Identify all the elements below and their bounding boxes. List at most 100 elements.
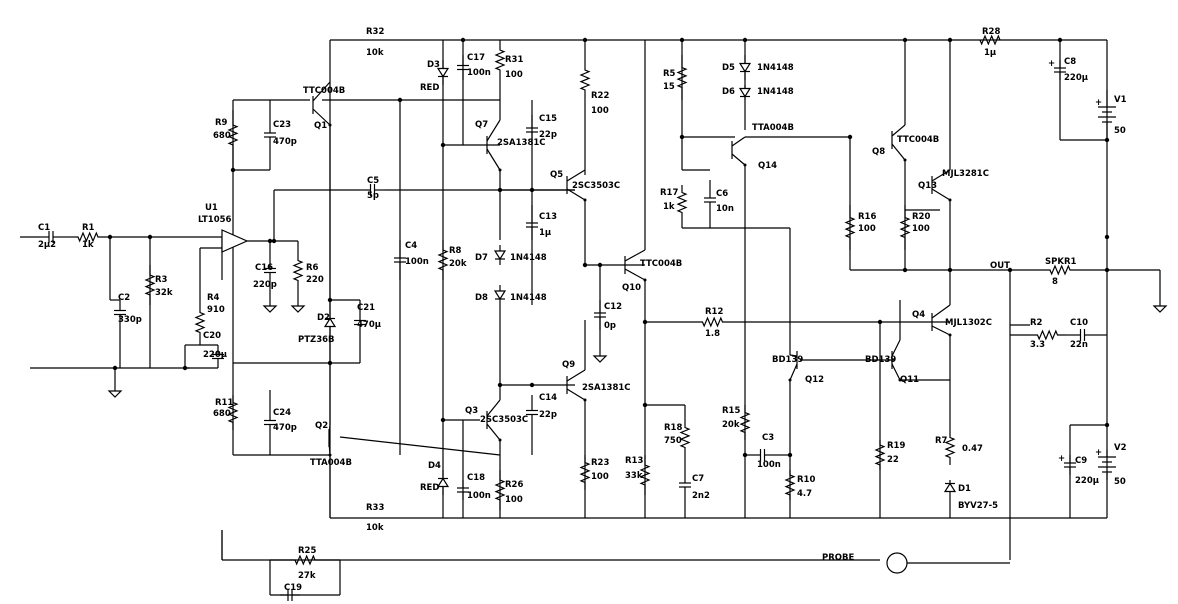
q2-transistor [328,424,332,457]
junction-dot [947,267,953,273]
d3-designator: D3 [427,60,440,70]
q3-transistor [486,399,502,442]
q11-transistor [891,339,902,382]
c24-designator: C24 [273,408,291,418]
d6-designator: D6 [722,87,735,97]
c1-value: 2µ2 [38,240,56,250]
r8-resistor [437,240,449,280]
q14-designator: Q14 [758,161,777,171]
r11-designator: R11 [215,398,233,408]
c17-capacitor [457,55,469,80]
c24-capacitor [264,390,276,455]
r25-value: 27k [298,571,316,581]
c8-value: 220µ [1064,73,1088,83]
c9-plus: + [1058,454,1065,464]
r28-resistor [979,34,1001,46]
r17-resistor [676,185,688,220]
r19-resistor [874,440,886,470]
u1-opamp [221,229,249,253]
junction-dot [582,37,588,43]
q12-designator: Q12 [805,375,824,385]
r12-value: 1.8 [705,329,720,339]
d2-diode [323,300,337,345]
d6-value: 1N4148 [757,87,794,97]
q11-designator: Q11 [900,375,919,385]
junction-dot [902,267,908,273]
q12-transistor [788,351,798,382]
probe-symbol [886,552,908,574]
junction-dot [440,142,446,148]
junction-dot [497,187,503,193]
r3-designator: R3 [155,275,168,285]
c8-plus: + [1048,59,1055,69]
c24-value: 470p [273,423,297,433]
q8-transistor [891,124,907,162]
u1-designator: U1 [205,203,218,213]
junction-dot [1104,234,1110,240]
c6-designator: C6 [716,189,728,199]
r4-resistor [194,300,206,345]
junction-dot [597,262,603,268]
c10-capacitor [1065,329,1100,341]
r18-value: 750 [664,436,682,446]
v2-value: 50 [1114,477,1126,487]
q13-value: MJL3281C [942,169,989,179]
c12-capacitor [594,300,606,330]
c9-value: 220µ [1075,476,1099,486]
r2-value: 3.3 [1030,340,1045,350]
d3-diode [436,60,450,85]
c15-capacitor [526,115,538,145]
r25-designator: R25 [298,546,316,556]
net-label-out: OUT [990,261,1010,271]
junction-dot [742,37,748,43]
r13-designator: R13 [625,456,643,466]
c16-designator: C16 [255,263,273,273]
v2-designator: V2 [1114,443,1127,453]
r9-value: 680 [213,131,231,141]
junction-dot [947,37,953,43]
q13-transistor [931,169,952,202]
u1-value: LT1056 [198,215,232,225]
junction-dot [642,319,648,325]
ground-symbol [107,385,123,398]
r13-resistor [639,455,651,495]
c23-value: 470p [273,137,297,147]
r2-resistor [1030,329,1065,341]
c21-capacitor [354,300,366,345]
r23-designator: R23 [591,458,609,468]
c15-designator: C15 [539,114,557,124]
q12-value: BD139 [772,355,803,365]
c2-capacitor [114,300,126,325]
r28-designator: R28 [982,27,1000,37]
d5-designator: D5 [722,63,735,73]
c9-designator: C9 [1075,456,1087,466]
c6-value: 10n [716,204,734,214]
d4-diode [436,470,450,495]
c10-value: 22n [1070,340,1088,350]
r7-value: 0.47 [962,444,983,454]
c12-designator: C12 [604,302,622,312]
d3-value: RED [420,83,439,93]
q7-designator: Q7 [475,120,488,130]
d8-value: 1N4148 [510,293,547,303]
d7-value: 1N4148 [510,253,547,263]
q5-designator: Q5 [550,170,563,180]
r25-resistor [270,554,340,566]
c14-designator: C14 [539,393,557,403]
c13-designator: C13 [539,212,557,222]
r4-designator: R4 [207,293,220,303]
r11-resistor [227,395,239,430]
r15-resistor [739,405,751,440]
junction-dot [460,37,466,43]
q7-transistor [486,119,502,172]
r20-designator: R20 [912,212,930,222]
c4-capacitor [394,240,406,280]
q5-value: 2SC3503C [572,181,620,191]
c7-value: 2n2 [692,491,710,501]
r23-resistor [579,455,591,490]
c18-value: 100n [467,491,491,501]
r19-value: 22 [887,455,899,465]
r26-resistor [494,470,506,510]
r10-value: 4.7 [797,489,812,499]
